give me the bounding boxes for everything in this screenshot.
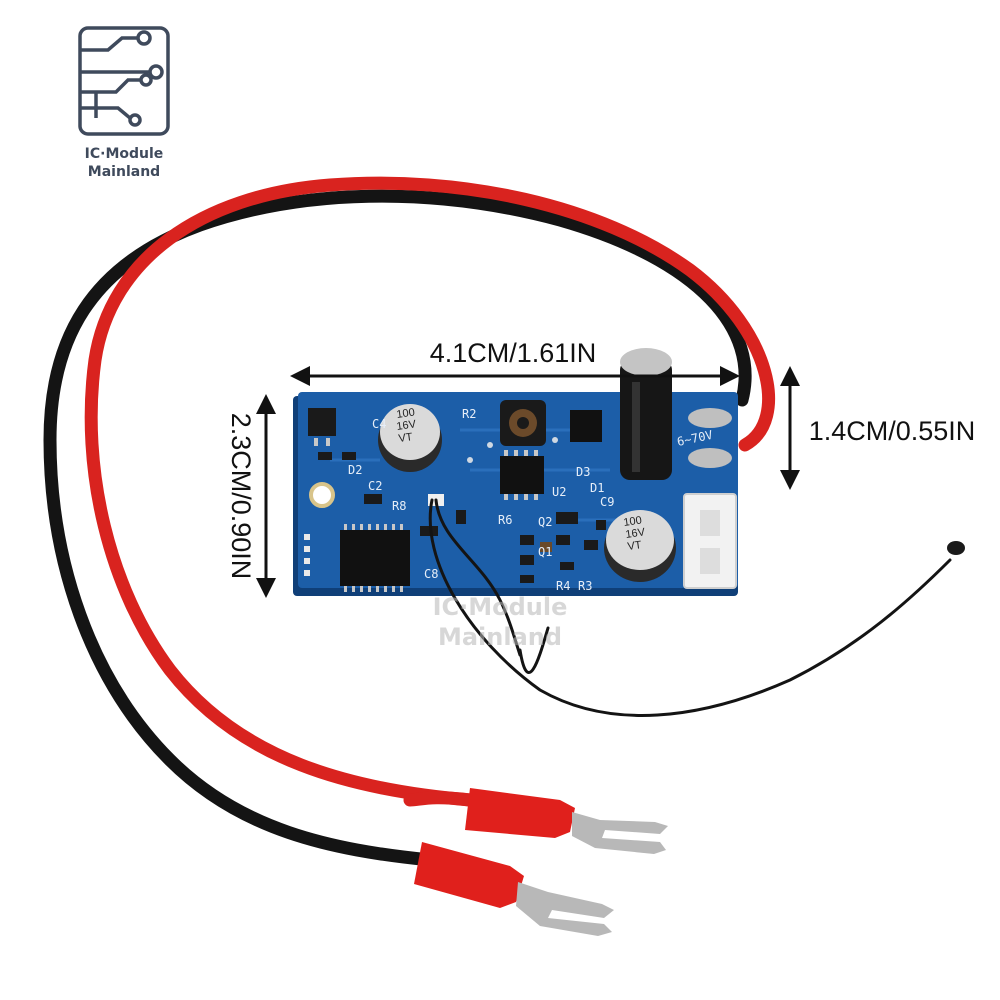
dimension-length: 4.1CM/1.61IN	[290, 338, 740, 386]
black-power-wire	[43, 189, 752, 867]
electrolytic-capacitor-right: 100 16V VT	[604, 510, 676, 582]
silk-d3: D3	[576, 465, 590, 479]
dimension-length-label: 4.1CM/1.61IN	[430, 338, 597, 368]
silk-q2: Q2	[538, 515, 552, 529]
watermark: IC·Module Mainland	[433, 593, 568, 651]
pin-header	[304, 534, 310, 576]
brand-name-line1: IC·Module	[85, 146, 164, 162]
thermistor-bead	[947, 541, 965, 555]
silk-d2: D2	[348, 463, 362, 477]
power-cable-pair	[43, 176, 775, 867]
pcb-board: 100 16V VT	[293, 348, 738, 596]
electrolytic-capacitor-c4: 100 16V VT	[378, 404, 442, 472]
silk-r2: R2	[462, 407, 476, 421]
silk-q1: Q1	[538, 545, 552, 559]
cap-c4-value: 100	[396, 407, 416, 421]
circuit-board-icon	[78, 26, 170, 136]
silk-r3: R3	[578, 579, 592, 593]
watermark-line1: IC·Module	[433, 593, 568, 621]
electrolytic-capacitor-tall	[620, 348, 672, 480]
mounting-hole	[309, 482, 335, 508]
fan-connector	[683, 493, 737, 589]
silk-d1: D1	[590, 481, 604, 495]
cap-c4-series: VT	[398, 431, 414, 445]
regulator-chip	[308, 408, 336, 436]
brand-name-line2: Mainland	[88, 164, 160, 180]
cap-right-voltage: 16V	[625, 526, 647, 541]
watermark-line2: Mainland	[438, 623, 562, 651]
driver-chip	[340, 524, 410, 592]
ic-u2	[500, 456, 544, 494]
dimension-height: 2.3CM/0.90IN	[226, 394, 276, 598]
power-inductor	[500, 400, 546, 446]
silk-r4: R4	[556, 579, 570, 593]
diode-d3	[570, 410, 602, 442]
spade-terminal-red	[465, 788, 668, 854]
solder-pad-positive	[688, 408, 732, 428]
silk-u2: U2	[552, 485, 566, 499]
cap-c4-voltage: 16V	[396, 418, 418, 433]
silk-r8: R8	[392, 499, 406, 513]
red-power-wire	[84, 176, 775, 807]
silk-r6: R6	[498, 513, 512, 527]
silk-c4: C4	[372, 417, 386, 431]
silkscreen-labels: C4 D2 R8 C2 C8 D3 D1 C9 U2 R6 Q2 Q1 R4 R…	[348, 407, 714, 593]
dimension-thickness-label: 1.4CM/0.55IN	[809, 416, 976, 446]
cap-right-value: 100	[623, 515, 643, 529]
dimension-height-label: 2.3CM/0.90IN	[226, 413, 256, 580]
dimension-thickness: 1.4CM/0.55IN	[780, 366, 975, 490]
solder-pad-negative	[688, 448, 732, 468]
brand-logo: IC·Module Mainland	[78, 26, 170, 180]
thermistor-probe	[428, 498, 965, 717]
silk-c9: C9	[600, 495, 614, 509]
silk-c2: C2	[368, 479, 382, 493]
silk-c8: C8	[424, 567, 438, 581]
cap-right-series: VT	[627, 539, 643, 553]
spade-terminal-black	[414, 842, 614, 936]
